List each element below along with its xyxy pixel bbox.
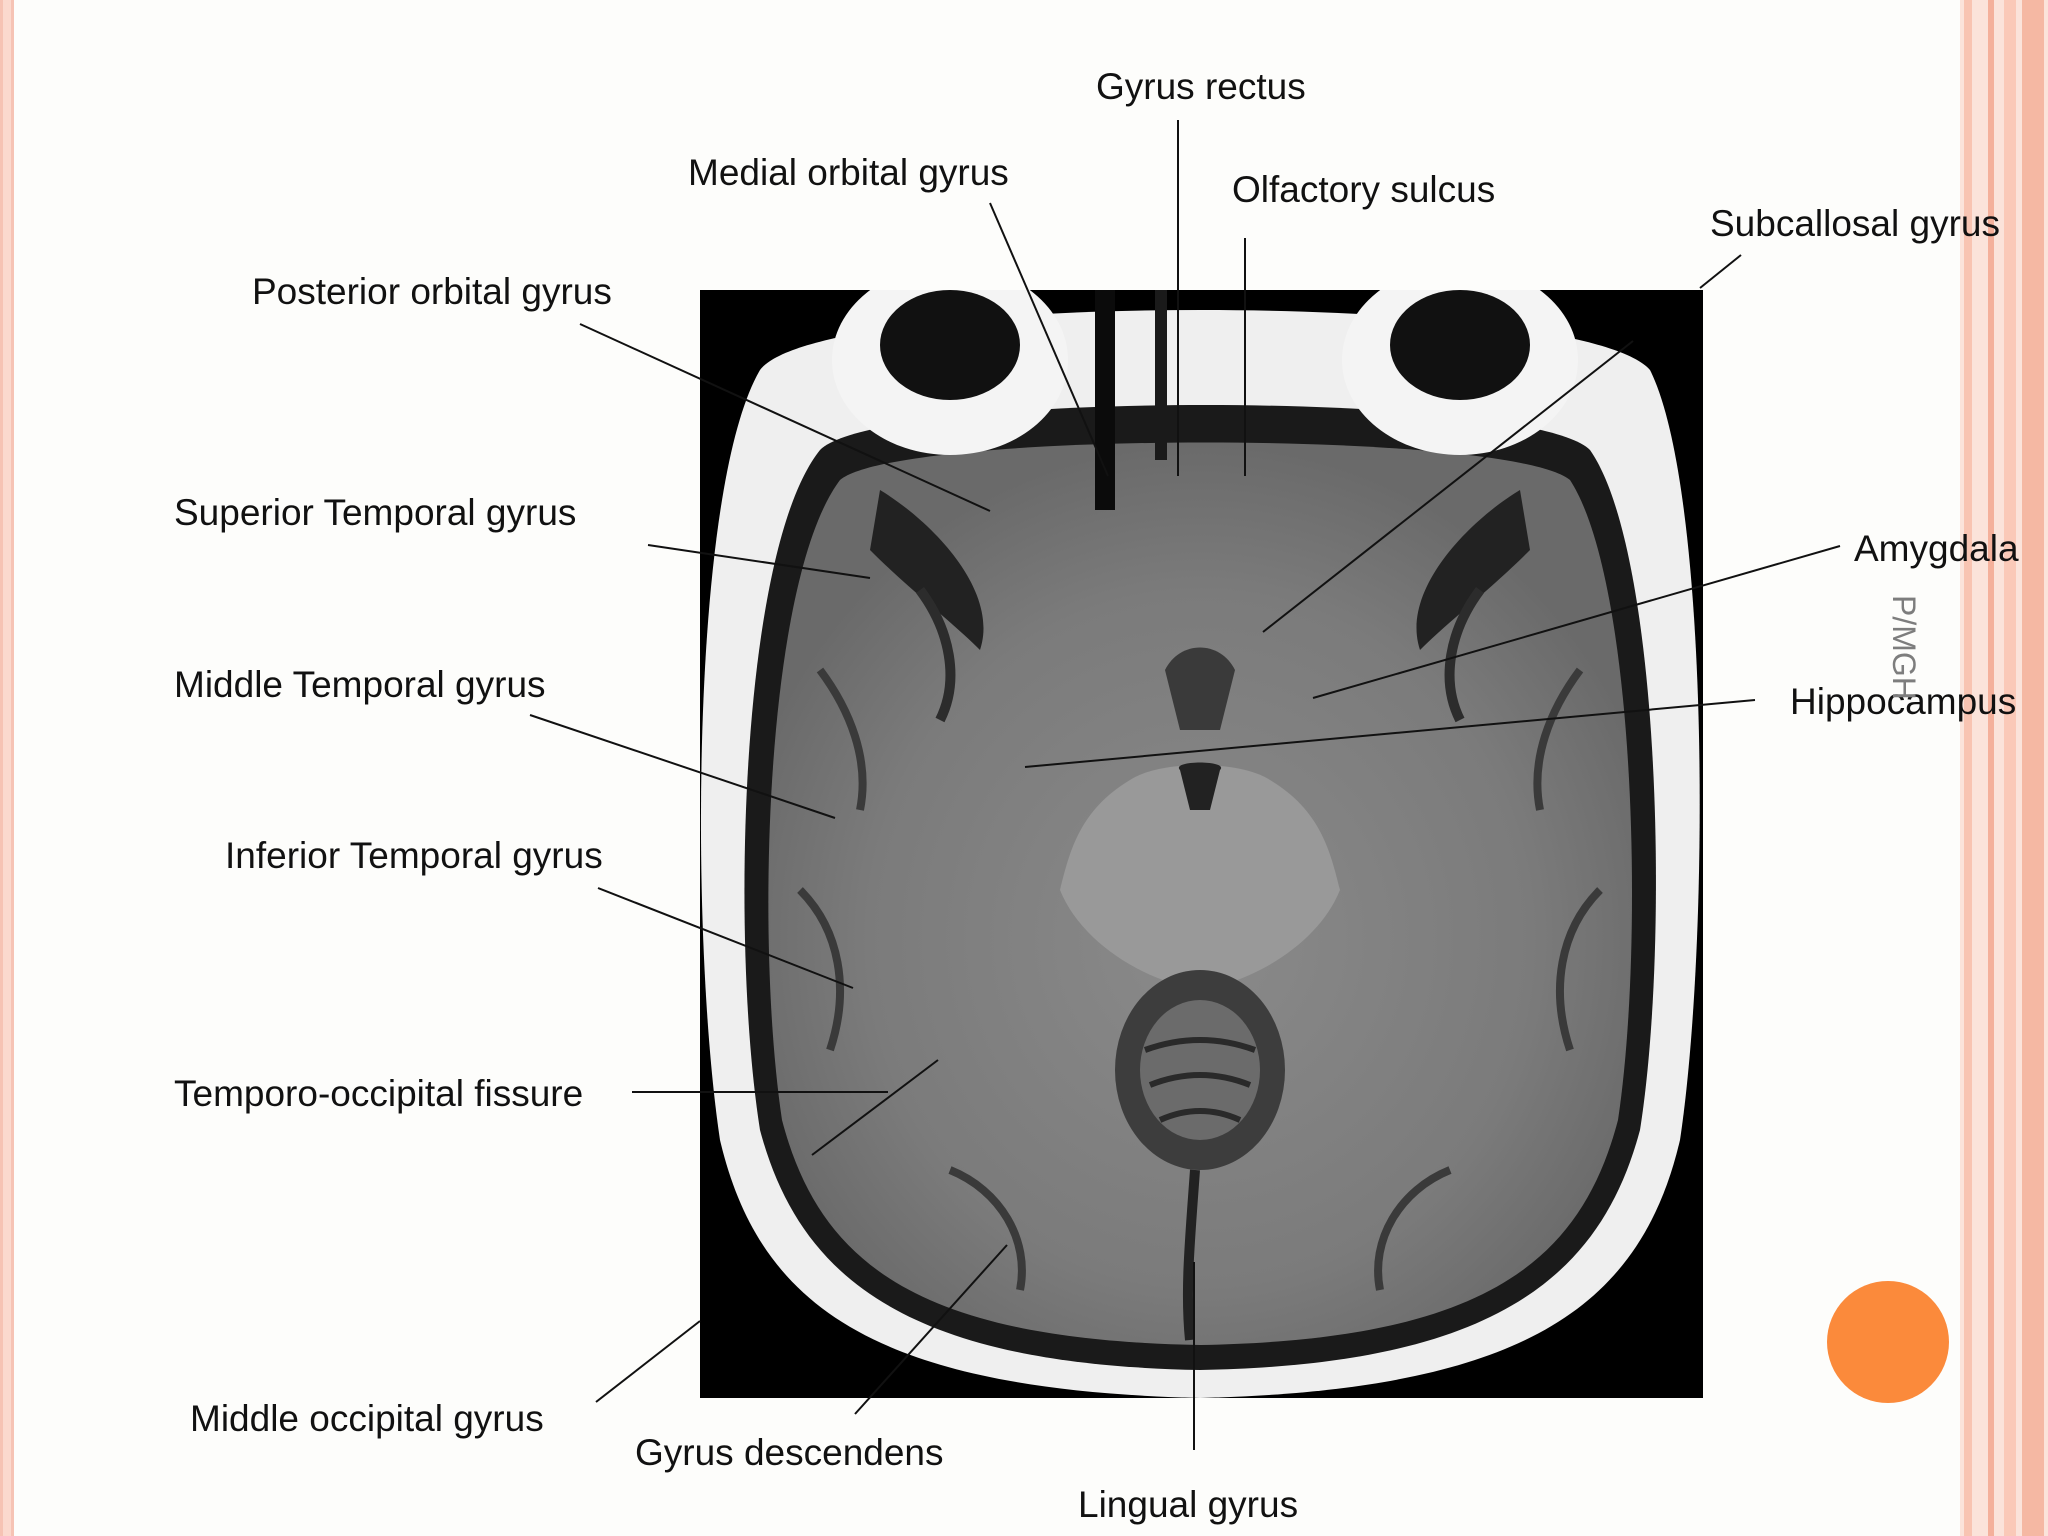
label-inferior-temporal-gyrus: Inferior Temporal gyrus (225, 835, 603, 876)
orange-circle-ornament (1827, 1281, 1949, 1403)
leader-medial-orbital-gyrus (989, 202, 1109, 477)
right-border-stripes (1960, 0, 2048, 1536)
leader-middle-temporal-gyrus (529, 714, 836, 819)
label-amygdala: Amygdala (1854, 528, 2019, 569)
label-medial-orbital-gyrus: Medial orbital gyrus (688, 152, 1009, 193)
leader-inferior-temporal-gyrus (597, 887, 854, 989)
label-olfactory-sulcus: Olfactory sulcus (1232, 169, 1496, 210)
leader-temporo-occipital-inner (811, 1059, 939, 1156)
leader-posterior-orbital-gyrus (579, 323, 991, 512)
label-middle-temporal-gyrus: Middle Temporal gyrus (174, 664, 546, 705)
label-temporo-occipital-fissure: Temporo-occipital fissure (174, 1073, 584, 1114)
leader-middle-occipital-gyrus (595, 1320, 701, 1403)
label-gyrus-rectus: Gyrus rectus (1096, 66, 1306, 107)
leader-superior-temporal-gyrus (647, 544, 871, 579)
leader-subcallosal-gyrus (1699, 254, 1742, 289)
label-middle-occipital-gyrus: Middle occipital gyrus (190, 1398, 544, 1439)
label-lingual-gyrus: Lingual gyrus (1078, 1484, 1299, 1525)
left-border-stripe (0, 0, 14, 1536)
label-superior-temporal-gyrus: Superior Temporal gyrus (174, 492, 577, 533)
label-subcallosal-gyrus: Subcallosal gyrus (1710, 203, 2000, 244)
leader-subcallosal-gyrus-inner (1262, 340, 1634, 633)
label-gyrus-descendens: Gyrus descendens (635, 1432, 944, 1473)
leader-hippocampus (1024, 699, 1756, 768)
label-hippocampus: Hippocampus (1790, 681, 2017, 722)
watermark-text: P/MGH (1886, 595, 1922, 700)
leader-amygdala (1312, 545, 1841, 699)
label-posterior-orbital-gyrus: Posterior orbital gyrus (252, 271, 612, 312)
leader-gyrus-descendens (854, 1244, 1008, 1415)
mri-axial-scan (700, 290, 1703, 1398)
